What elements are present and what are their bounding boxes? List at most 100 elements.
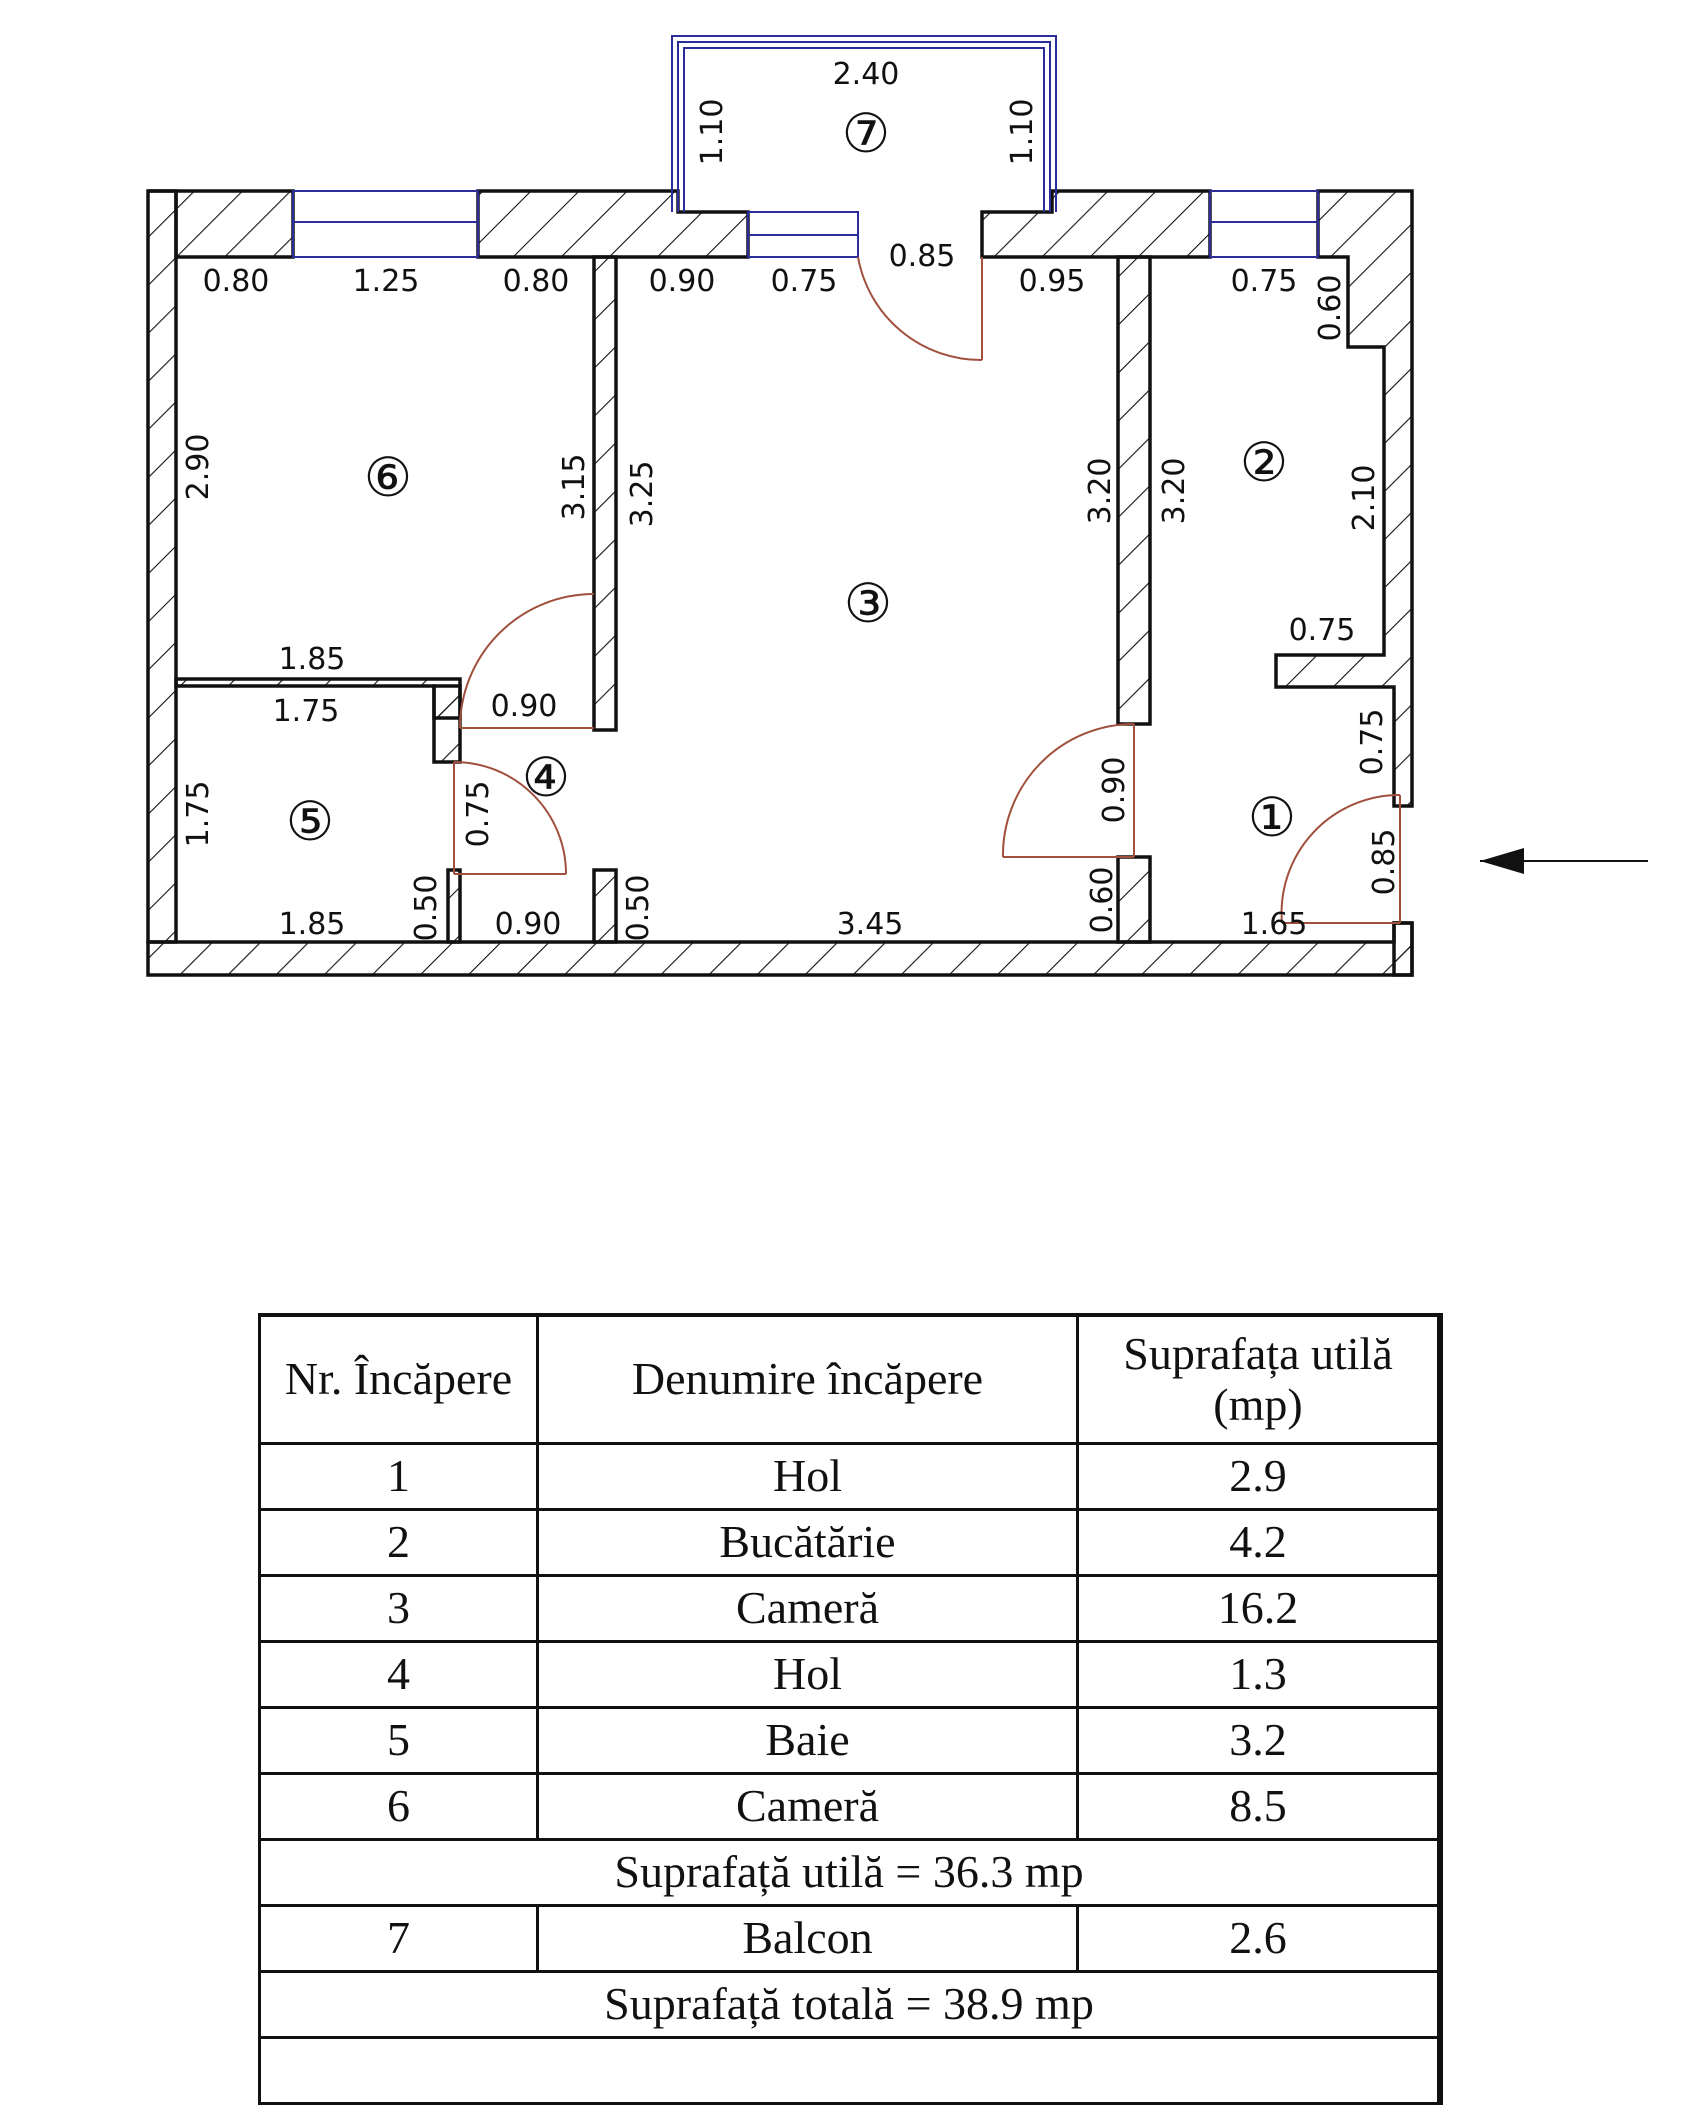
room-number-4: ④ (522, 746, 570, 809)
dimension-label: 1.75 (181, 781, 216, 848)
dimension-label: 3.15 (557, 454, 592, 521)
table-row: 4 Hol 1.3 (258, 1640, 1442, 1709)
door-bath (453, 761, 567, 875)
wall-segment (1116, 855, 1152, 944)
wall-segment (1116, 255, 1152, 726)
table-row: 3 Cameră 16.2 (258, 1574, 1442, 1643)
dimension-label: 0.85 (1367, 829, 1402, 896)
wall-segment (980, 189, 1212, 259)
table-row: 1 Hol 2.9 (258, 1442, 1442, 1511)
dimension-label: 0.50 (409, 875, 444, 942)
dimension-label: 1.10 (695, 99, 730, 166)
cell-number: 3 (258, 1574, 539, 1643)
dimension-label: 3.20 (1083, 458, 1118, 525)
door-balcony (857, 256, 983, 362)
dimension-label: 2.40 (833, 57, 900, 92)
dimension-label: 1.25 (353, 264, 420, 299)
cell-number: 5 (258, 1706, 539, 1775)
table-bottom-cell (258, 2036, 1442, 2105)
dimension-label: 0.75 (461, 781, 496, 848)
room-number-7: ⑦ (842, 102, 890, 165)
dimension-label: 0.75 (1289, 613, 1356, 648)
area-table: Nr. Încăpere Denumire încăpere Suprafața… (258, 1313, 1443, 2105)
dimension-label: 0.90 (649, 264, 716, 299)
cell-name: Balcon (536, 1904, 1079, 1973)
floor-plan: ⑦ ⑥ ③ ② ④ ⑤ ① 2.40 0.85 0.80 1.25 0.80 0… (146, 35, 1648, 977)
cell-area: 4.2 (1076, 1508, 1442, 1577)
useful-area-total-row: Suprafață utilă = 36.3 mp (258, 1838, 1442, 1907)
window-room-2 (1209, 190, 1319, 258)
dimension-label: 0.90 (491, 689, 558, 724)
balcony-railing (671, 35, 1057, 212)
cell-number: 2 (258, 1508, 539, 1577)
cell-area: 3.2 (1076, 1706, 1442, 1775)
dimension-label: 0.95 (1019, 264, 1086, 299)
dimension-label: 0.50 (621, 875, 656, 942)
dimension-label: 0.60 (1313, 275, 1348, 342)
table-bottom-row (258, 2036, 1442, 2105)
dimension-label: 0.90 (495, 907, 562, 942)
wall-segment (446, 868, 462, 944)
table-row: 6 Cameră 8.5 (258, 1772, 1442, 1841)
total-area-row: Suprafață totală = 38.9 mp (258, 1970, 1442, 2039)
walls (146, 189, 1414, 977)
room-numbers: ⑦ ⑥ ③ ② ④ ⑤ ① (286, 102, 1296, 853)
cell-number: 6 (258, 1772, 539, 1841)
cell-area: 2.9 (1076, 1442, 1442, 1511)
dimension-label: 0.60 (1085, 867, 1120, 934)
table-header-row: Nr. Încăpere Denumire încăpere Suprafața… (258, 1313, 1442, 1445)
cell-area: 8.5 (1076, 1772, 1442, 1841)
wall-segment (1274, 189, 1414, 808)
dimension-label: 3.25 (625, 461, 660, 528)
dimension-label: 0.75 (1355, 709, 1390, 776)
wall-segment (146, 921, 1414, 977)
cell-area: 2.6 (1076, 1904, 1442, 1973)
useful-area-total: Suprafață utilă = 36.3 mp (258, 1838, 1442, 1907)
entrance-arrow-icon (1480, 848, 1648, 874)
room-number-3: ③ (844, 572, 892, 635)
wall-segment (146, 189, 178, 944)
cell-name: Hol (536, 1442, 1079, 1511)
door-room-6 (459, 593, 595, 729)
door-entrance (1280, 793, 1401, 924)
wall-segment (592, 255, 618, 732)
room-number-6: ⑥ (364, 446, 412, 509)
table-row: 2 Bucătărie 4.2 (258, 1508, 1442, 1577)
dimension-label: 3.20 (1157, 458, 1192, 525)
dimension-label: 0.75 (1231, 264, 1298, 299)
dimension-label: 0.90 (1097, 757, 1132, 824)
wall-segment (592, 868, 618, 944)
cell-number: 1 (258, 1442, 539, 1511)
doors (453, 256, 1401, 924)
cell-name: Baie (536, 1706, 1079, 1775)
cell-area: 16.2 (1076, 1574, 1442, 1643)
dimension-label: 2.10 (1347, 465, 1382, 532)
wall-segment (432, 684, 462, 764)
header-room-number: Nr. Încăpere (258, 1313, 539, 1445)
cell-area: 1.3 (1076, 1640, 1442, 1709)
total-area: Suprafață totală = 38.9 mp (258, 1970, 1442, 2039)
table-row: 7 Balcon 2.6 (258, 1904, 1442, 1973)
cell-name: Cameră (536, 1772, 1079, 1841)
dimension-label: 1.85 (279, 642, 346, 677)
dimension-label: 0.75 (771, 264, 838, 299)
room-number-5: ⑤ (286, 790, 334, 853)
table-row: 5 Baie 3.2 (258, 1706, 1442, 1775)
cell-name: Bucătărie (536, 1508, 1079, 1577)
window-room-6 (292, 190, 479, 258)
cell-name: Cameră (536, 1574, 1079, 1643)
dimension-label: 0.80 (203, 264, 270, 299)
door-room-3 (1001, 723, 1135, 858)
dimension-labels: 2.40 0.85 0.80 1.25 0.80 0.90 0.75 0.95 … (181, 57, 1402, 942)
dimension-label: 0.85 (889, 239, 956, 274)
dimension-label: 1.75 (273, 694, 340, 729)
dimension-label: 2.90 (181, 434, 216, 501)
dimension-label: 0.80 (503, 264, 570, 299)
room-number-1: ① (1248, 786, 1296, 849)
dimension-label: 3.45 (837, 907, 904, 942)
wall-segment (476, 189, 750, 259)
cell-number: 4 (258, 1640, 539, 1709)
cell-number: 7 (258, 1904, 539, 1973)
cell-name: Hol (536, 1640, 1079, 1709)
dimension-label: 1.85 (279, 907, 346, 942)
